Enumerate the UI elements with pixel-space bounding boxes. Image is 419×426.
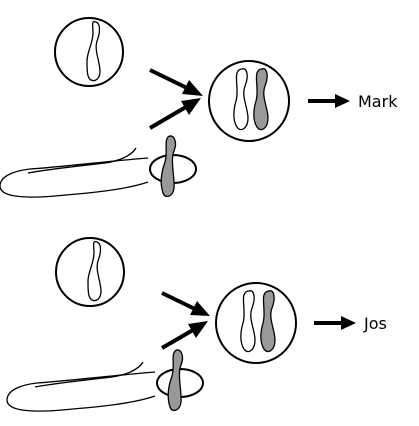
zygote-chromosome-paternal-1 [253,68,269,131]
result-arrow-2 [314,316,356,330]
zygote-chromosome-maternal-2 [240,290,256,353]
zygote-chromosome-maternal-1 [233,68,249,131]
egg-chromosome-1 [86,20,101,82]
egg-cell-2 [55,237,125,307]
arrow-egg-to-zygote-1 [149,68,203,96]
result-label-1: Mark [358,92,398,111]
result-arrow-1 [308,94,350,108]
result-label-2: Jos [363,314,387,333]
sperm-chromosome-1 [160,135,177,198]
sperm-cell-1 [0,135,197,198]
egg-chromosome-2 [87,240,102,302]
zygote-chromosome-paternal-2 [260,290,276,353]
zygote-cell-2 [215,282,297,364]
scenario-2: Jos [6,237,387,412]
arrow-egg-to-zygote-2 [161,291,210,316]
sperm-cell-2 [6,349,204,412]
zygote-cell-1 [208,60,290,142]
scenario-1: Mark [0,17,398,198]
arrow-sperm-to-zygote-1 [148,98,201,130]
arrow-sperm-to-zygote-2 [160,321,208,350]
egg-cell-1 [54,17,124,87]
sperm-chromosome-2 [167,349,184,412]
